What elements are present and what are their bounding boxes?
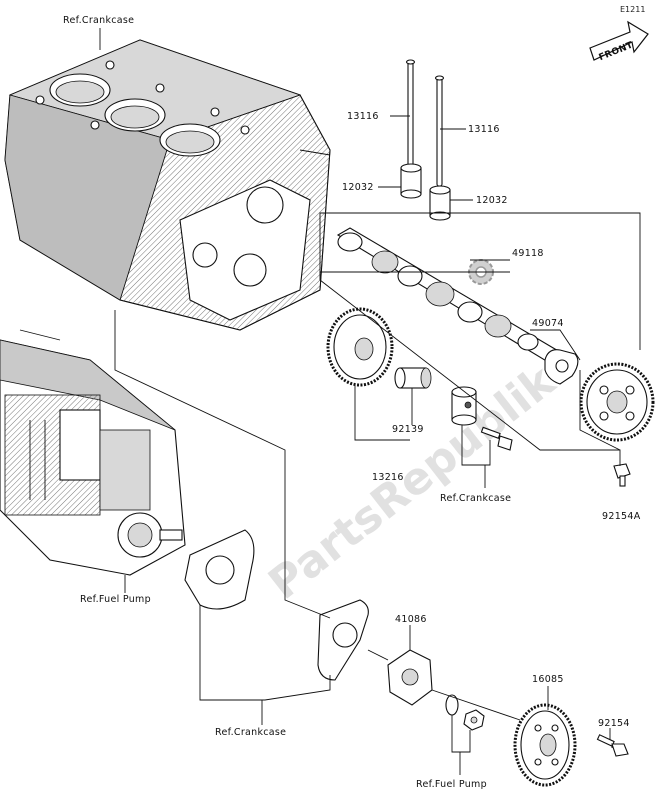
- bolt-92154: [596, 734, 629, 757]
- label-ref-fuel-pump-bottom: Ref.Fuel Pump: [416, 779, 487, 790]
- label-49118: 49118: [512, 248, 544, 259]
- front-arrow-icon: FRONT: [589, 20, 649, 63]
- camshaft: [336, 227, 561, 363]
- bushing: [394, 367, 432, 389]
- drive-gear: [513, 703, 577, 787]
- label-41086: 41086: [395, 614, 427, 625]
- bolt-92154A: [613, 463, 631, 487]
- leader-lines: [99, 28, 641, 775]
- label-13116-left: 13116: [347, 111, 379, 122]
- watermark: PartsRepublik: [259, 355, 565, 610]
- thrust-plate: [544, 349, 579, 385]
- label-49074: 49074: [532, 318, 564, 329]
- label-ref-crankcase-mid: Ref.Crankcase: [440, 493, 511, 504]
- label-ref-fuel-pump-left: Ref.Fuel Pump: [80, 594, 151, 605]
- label-92154A: 92154A: [602, 511, 641, 522]
- cover-gasket: [317, 599, 369, 681]
- label-92154: 92154: [598, 718, 630, 729]
- label-13216: 13216: [372, 472, 404, 483]
- crankcase-block: [4, 39, 331, 331]
- label-12032-left: 12032: [342, 182, 374, 193]
- coupling: [387, 649, 433, 706]
- label-12032-right: 12032: [476, 195, 508, 206]
- fuel-pump-gasket: [184, 529, 255, 610]
- push-rod-right: [434, 75, 445, 187]
- idler-shaft: [451, 386, 513, 451]
- label-16085: 16085: [532, 674, 564, 685]
- label-ref-crankcase-bottom: Ref.Crankcase: [215, 727, 286, 738]
- label-ref-crankcase-top: Ref.Crankcase: [63, 15, 134, 26]
- tappet-left: [400, 163, 422, 199]
- idler-gear: [326, 307, 394, 387]
- cam-gear-right: [579, 362, 655, 442]
- tappet-right: [429, 185, 451, 221]
- label-92139: 92139: [392, 424, 424, 435]
- label-13116-right: 13116: [468, 124, 500, 135]
- fuel-pump: [0, 329, 186, 576]
- diagram-code: E1211: [620, 5, 645, 14]
- nut: [463, 709, 485, 731]
